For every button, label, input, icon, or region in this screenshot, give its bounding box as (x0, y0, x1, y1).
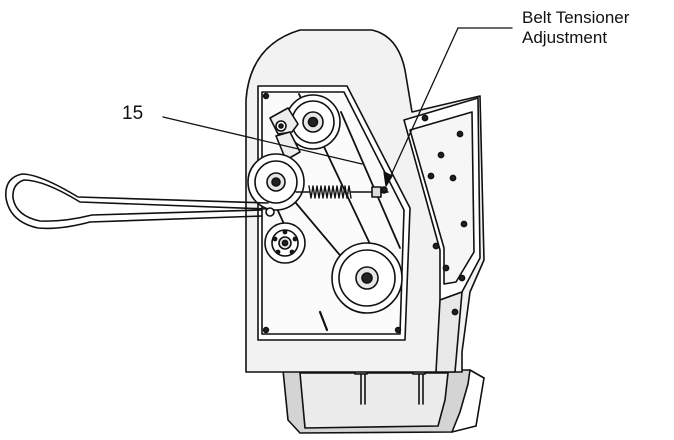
plate-slot (318, 310, 329, 332)
handle-loop (5, 173, 275, 230)
tension-spring (295, 185, 373, 199)
top-idler-pulley (285, 94, 341, 150)
small-pulley (264, 222, 306, 264)
deck-housing (282, 369, 485, 434)
leader-line-15 (162, 116, 363, 165)
tensioner-adjuster (371, 186, 389, 198)
drive-pulley (247, 153, 305, 211)
belt-tensioner-callout: Belt Tensioner Adjustment (522, 8, 629, 48)
mounting-holes (262, 92, 468, 334)
belt-tensioner-label-line1: Belt Tensioner (522, 8, 630, 27)
part-number-callout: 15 (122, 103, 144, 124)
large-pulley (331, 242, 403, 314)
belt-tensioner-label-line2: Adjustment (522, 28, 608, 47)
leader-line-belt-tensioner (383, 27, 513, 187)
right-panel (403, 97, 481, 373)
